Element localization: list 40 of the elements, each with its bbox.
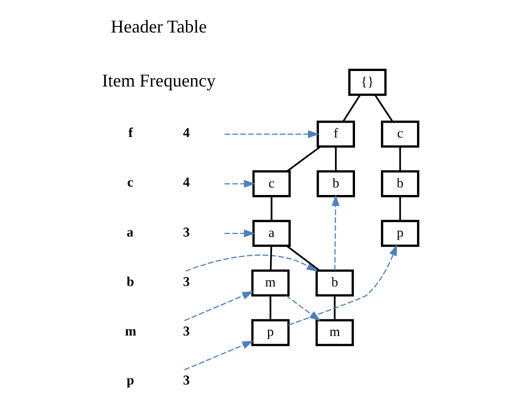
node-box: f — [316, 120, 354, 148]
label: Item Frequency — [101, 70, 216, 90]
connector — [398, 196, 400, 220]
node-text: p 3 — [126, 372, 190, 388]
node-box: c — [380, 120, 419, 148]
arrow — [224, 130, 319, 138]
connector — [270, 196, 272, 220]
node-box: p — [380, 219, 419, 246]
connector — [286, 244, 320, 271]
arrow — [224, 179, 255, 188]
node-box: b — [315, 268, 354, 296]
arrow — [184, 340, 254, 370]
node-text: b 3 — [126, 273, 190, 288]
arrow — [288, 244, 397, 326]
node-text: c 4 — [126, 174, 190, 190]
node-box: m — [250, 268, 290, 296]
arrow — [331, 194, 340, 270]
node-text: a 3 — [126, 224, 190, 239]
connector — [333, 295, 336, 320]
connector — [342, 94, 360, 122]
node-box: m — [315, 318, 354, 346]
arrow — [184, 290, 254, 321]
node-box: {} — [348, 68, 386, 96]
connector — [269, 245, 272, 270]
arrow — [185, 254, 318, 272]
label: Header Table — [110, 16, 206, 36]
node-box: b — [316, 170, 354, 197]
node-box: a — [252, 219, 290, 246]
node-text: m 3 — [124, 323, 190, 338]
arrow — [224, 228, 255, 237]
arrow — [285, 294, 320, 321]
connector — [334, 146, 336, 171]
connector — [286, 146, 320, 172]
connector — [374, 94, 393, 122]
node-text: f 4 — [128, 124, 190, 140]
node-box: p — [250, 318, 290, 346]
node-box: b — [380, 170, 419, 197]
node-box: c — [252, 170, 290, 197]
connector — [398, 146, 400, 171]
connector — [269, 295, 271, 320]
